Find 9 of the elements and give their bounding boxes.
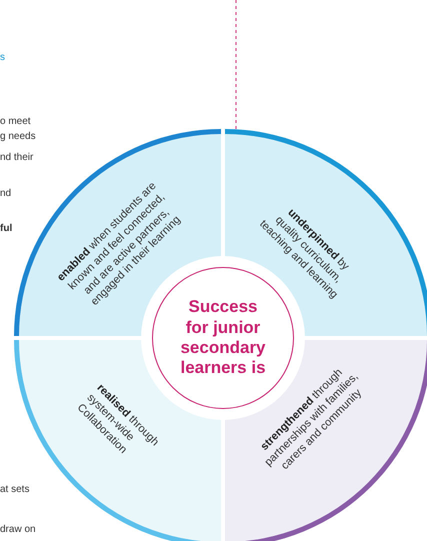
text-fragment: g needs (0, 131, 36, 142)
text-fragment: s (0, 52, 5, 63)
text-fragment: nd (0, 188, 12, 199)
text-fragment: ful (0, 223, 12, 234)
text-fragment: o meet (0, 116, 31, 127)
text-fragment: at sets (0, 484, 30, 495)
centre-text: Success for junior secondary learners is (179, 297, 267, 379)
text-fragment: nd their (0, 152, 34, 163)
text-fragment: draw on (0, 524, 36, 535)
